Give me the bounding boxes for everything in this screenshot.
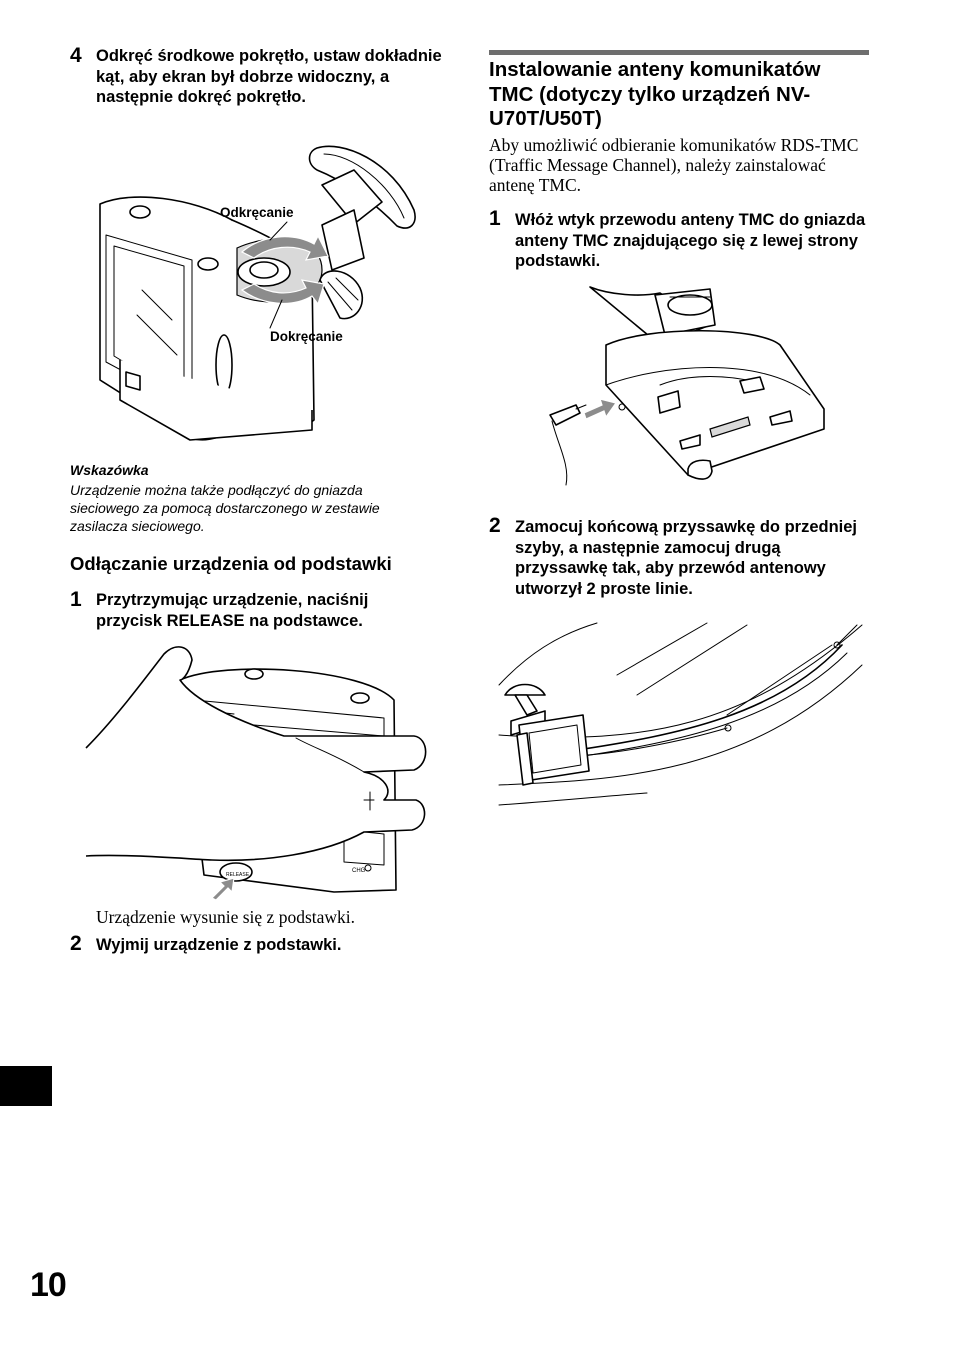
tip-title: Wskazówka — [70, 462, 149, 478]
remove-result-text: Urządzenie wysunie się z podstawki. — [96, 907, 356, 927]
page-number: 10 — [30, 1266, 67, 1304]
remove-step-1-number: 1 — [70, 588, 82, 611]
chg-indicator-label: CHG — [352, 868, 366, 874]
remove-step-1-text: Przytrzymując urządzenie, naciśnij przyc… — [96, 591, 369, 630]
figure-release-drawing: RELEASE CHG — [85, 646, 427, 901]
release-button-label: RELEASE — [226, 872, 250, 878]
tmc-step-1-number: 1 — [489, 207, 501, 230]
figure-release-button: RELEASE CHG — [84, 640, 434, 902]
tmc-intro: Aby umożliwić odbieranie komunikatów RDS… — [489, 135, 859, 195]
remove-step-2-text: Wyjmij urządzenie z podstawki. — [96, 936, 342, 954]
tmc-step-2-number: 2 — [489, 514, 501, 537]
figure-windshield-installation — [497, 615, 867, 815]
figure-antenna-plug — [540, 285, 830, 490]
step-4-text: Odkręć środkowe pokrętło, ustaw dokładni… — [96, 47, 442, 106]
section-title-tmc: Instalowanie anteny komunikatów TMC (dot… — [489, 58, 821, 130]
label-loosen: Odkręcanie — [220, 205, 294, 220]
tip-body: Urządzenie można także podłączyć do gnia… — [70, 482, 380, 534]
label-tighten: Dokręcanie — [270, 329, 343, 344]
side-tab-marker — [0, 1066, 52, 1106]
figure-windshield-drawing — [498, 622, 863, 806]
tmc-step-2-text: Zamocuj końcową przyssawkę do przedniej … — [515, 518, 858, 598]
figure-knob-adjustment — [92, 140, 432, 450]
figure-knob-drawing — [99, 145, 416, 441]
step-4-number: 4 — [70, 44, 82, 67]
tmc-step-1-text: Włóż wtyk przewodu anteny TMC do gniazda… — [515, 211, 866, 270]
section-rule — [489, 50, 869, 55]
figure-antenna-plug-drawing — [549, 286, 825, 486]
section-title-remove: Odłączanie urządzenia od podstawki — [70, 553, 392, 574]
remove-step-2-number: 2 — [70, 932, 82, 955]
